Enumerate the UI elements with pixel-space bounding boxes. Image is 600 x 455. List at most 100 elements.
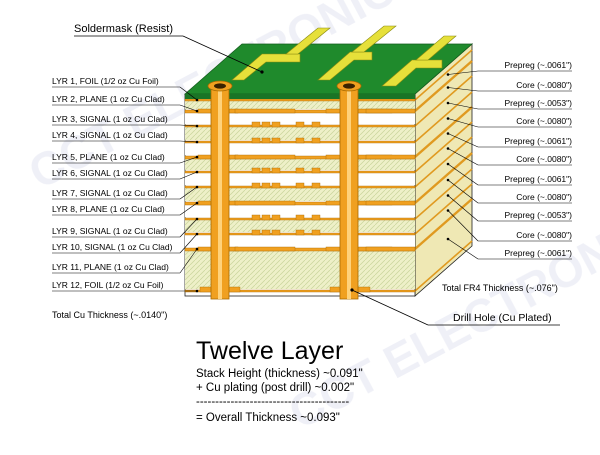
side-copper-edge: [414, 49, 473, 101]
left-layer-text: LYR 6, SIGNAL (1 oz Cu Clad): [52, 168, 168, 178]
left-layer-label-9: LYR 9, SIGNAL (1 oz Cu Clad): [52, 217, 199, 238]
signal-pad: [311, 167, 321, 174]
right-layer-label-8: Core (~.0080"): [446, 178, 572, 204]
left-layer-text: LYR 1, FOIL (1/2 oz Cu Foil): [52, 76, 159, 86]
right-layer-text: Core (~.0080"): [516, 230, 572, 240]
side-copper-edge: [414, 75, 473, 127]
via-right: [336, 80, 362, 300]
signal-pad: [251, 229, 261, 236]
left-layer-text: LYR 2, PLANE (1 oz Cu Clad): [52, 94, 165, 104]
summary-title: Twelve Layer: [196, 337, 343, 365]
pcb-stack: [183, 25, 474, 300]
left-layer-text: LYR 11, PLANE (1 oz Cu Clad): [52, 262, 169, 272]
total-cu-thickness: Total Cu Thickness (~.0140"): [52, 310, 167, 320]
left-layer-label-4: LYR 4, SIGNAL (1 oz Cu Clad): [52, 130, 199, 144]
stack-height-text: Stack Height (thickness) ~0.091": [196, 368, 363, 380]
signal-pad: [251, 121, 261, 128]
summary-divider: ----------------------------------------: [196, 396, 349, 408]
left-layer-text: LYR 10, SIGNAL (1 oz Cu Clad): [52, 242, 173, 252]
side-copper-edge: [414, 152, 473, 204]
right-layer-text: Core (~.0080"): [516, 116, 572, 126]
left-layer-text: LYR 4, SIGNAL (1 oz Cu Clad): [52, 130, 168, 140]
signal-pad: [271, 137, 281, 144]
right-layer-text: Prepreg (~.0053"): [504, 210, 572, 220]
drill-hole-callout: Drill Hole (Cu Plated): [350, 288, 560, 326]
signal-pad: [311, 214, 321, 221]
right-layer-label-10: Core (~.0080"): [446, 209, 572, 242]
right-layer-text: Prepreg (~.0053"): [504, 98, 572, 108]
soldermask-callout: Soldermask (Resist): [74, 23, 264, 74]
total-fr4-thickness: Total FR4 Thickness (~.076"): [442, 283, 558, 293]
right-layer-text: Core (~.0080"): [516, 80, 572, 90]
right-layer-label-3: Prepreg (~.0053"): [446, 98, 572, 110]
left-layer-text: LYR 12, FOIL (1/2 oz Cu Foil): [52, 280, 164, 290]
signal-pad: [271, 182, 281, 189]
signal-pad: [311, 229, 321, 236]
cu-plating-text: + Cu plating (post drill) ~0.002": [196, 382, 354, 394]
left-layer-text: LYR 9, SIGNAL (1 oz Cu Clad): [52, 226, 168, 236]
signal-pad: [271, 121, 281, 128]
plane-segment: [365, 246, 416, 252]
side-copper-edge: [414, 60, 473, 112]
left-layer-label-6: LYR 6, SIGNAL (1 oz Cu Clad): [52, 168, 199, 180]
signal-pad: [311, 137, 321, 144]
signal-pad: [251, 167, 261, 174]
signal-pad: [295, 167, 305, 174]
right-layer-text: Prepreg (~.0061"): [504, 136, 572, 146]
signal-pad: [271, 167, 281, 174]
right-layer-text: Prepreg (~.0061"): [504, 174, 572, 184]
right-layer-text: Core (~.0080"): [516, 192, 572, 202]
right-layer-label-6: Core (~.0080"): [446, 147, 572, 166]
signal-pad: [295, 182, 305, 189]
right-layer-label-11: Prepreg (~.0061"): [446, 237, 572, 260]
top-traces: [231, 25, 457, 87]
left-layer-text: LYR 5, PLANE (1 oz Cu Clad): [52, 152, 165, 162]
signal-pad: [261, 182, 271, 189]
plane-segment: [234, 246, 296, 252]
side-copper-edge: [414, 198, 473, 250]
right-layer-label-2: Core (~.0080"): [446, 80, 572, 92]
right-layer-text: Prepreg (~.0061"): [504, 248, 572, 258]
right-layer-label-7: Prepreg (~.0061"): [446, 162, 572, 186]
signal-pad: [251, 137, 261, 144]
signal-pad: [271, 214, 281, 221]
right-layer-text: Core (~.0080"): [516, 154, 572, 164]
left-layer-label-12: LYR 12, FOIL (1/2 oz Cu Foil): [52, 280, 199, 293]
left-layer-label-10: LYR 10, SIGNAL (1 oz Cu Clad): [52, 232, 199, 254]
signal-pad: [295, 137, 305, 144]
side-copper-edge: [414, 183, 473, 235]
side-copper-edge: [414, 121, 473, 173]
right-layer-label-5: Prepreg (~.0061"): [446, 132, 572, 148]
plane-segment: [365, 154, 416, 160]
plane-segment: [234, 200, 296, 206]
signal-pad: [311, 121, 321, 128]
left-layer-label-5: LYR 5, PLANE (1 oz Cu Clad): [52, 152, 199, 164]
plane-segment: [234, 154, 296, 160]
right-layer-label-9: Prepreg (~.0053"): [446, 194, 572, 222]
plane-segment: [365, 200, 416, 206]
signal-pad: [261, 229, 271, 236]
right-layer-labels: Prepreg (~.0061") Core (~.0080") Prepreg (…: [446, 60, 572, 260]
left-layer-label-11: LYR 11, PLANE (1 oz Cu Clad): [52, 247, 199, 274]
side-face-copper-edges: [414, 49, 473, 292]
left-layer-text: LYR 7, SIGNAL (1 oz Cu Clad): [52, 188, 168, 198]
side-copper-edge: [414, 136, 473, 188]
left-layer-label-1: LYR 1, FOIL (1/2 oz Cu Foil): [52, 76, 199, 102]
signal-pad: [295, 121, 305, 128]
left-layer-label-7: LYR 7, SIGNAL (1 oz Cu Clad): [52, 185, 199, 200]
signal-pad: [271, 229, 281, 236]
left-layer-label-8: LYR 8, PLANE (1 oz Cu Clad): [52, 201, 199, 216]
prepreg-band: [185, 101, 415, 109]
right-layer-text: Prepreg (~.0061"): [504, 60, 572, 70]
right-layer-label-1: Prepreg (~.0061"): [446, 60, 572, 76]
left-layer-label-2: LYR 2, PLANE (1 oz Cu Clad): [52, 94, 199, 113]
left-layer-text: LYR 3, SIGNAL (1 oz Cu Clad): [52, 114, 168, 124]
signal-pad: [251, 182, 261, 189]
side-copper-edge: [414, 106, 473, 158]
signal-pad: [261, 167, 271, 174]
right-layer-label-4: Core (~.0080"): [446, 116, 572, 128]
soldermask-label: Soldermask (Resist): [74, 23, 173, 35]
left-layer-text: LYR 8, PLANE (1 oz Cu Clad): [52, 204, 165, 214]
plane-segment: [365, 108, 416, 114]
